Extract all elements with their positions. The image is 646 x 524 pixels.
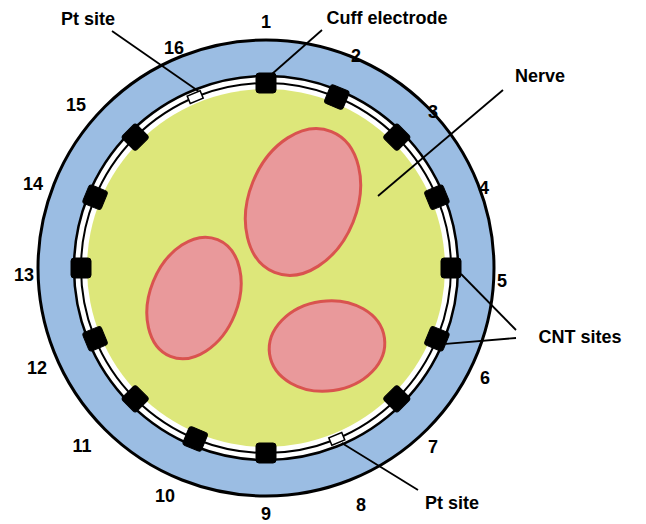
leader-line (342, 443, 418, 490)
fascicle (263, 293, 390, 398)
cnt-site (324, 84, 350, 110)
leader-line (272, 30, 322, 74)
position-number: 1 (261, 13, 271, 31)
fascicle (224, 111, 381, 292)
position-number: 9 (261, 505, 271, 523)
position-number: 15 (66, 96, 86, 114)
cnt-site (82, 184, 108, 210)
position-number: 8 (356, 496, 366, 514)
part-label: Pt site (425, 494, 479, 512)
cnt-site (256, 73, 276, 93)
part-label: Nerve (515, 67, 565, 85)
leader-line (112, 31, 198, 91)
position-number: 3 (428, 103, 438, 121)
cnt-site (424, 326, 450, 352)
position-number: 7 (428, 438, 438, 456)
position-number: 12 (27, 359, 47, 377)
leader-line (378, 90, 503, 196)
part-label: Pt site (61, 10, 115, 28)
nerve (87, 89, 445, 447)
position-number: 14 (23, 175, 43, 193)
position-number: 5 (497, 272, 507, 290)
fascicle (130, 223, 259, 373)
leader-line (461, 274, 516, 330)
cuff-inner-band (74, 76, 458, 460)
cnt-site (424, 184, 450, 210)
cnt-site (121, 123, 149, 151)
position-number: 10 (155, 487, 175, 505)
leader-line (446, 338, 516, 344)
cnt-site (256, 443, 276, 463)
position-number: 16 (164, 39, 184, 57)
position-number: 11 (72, 437, 91, 455)
cnt-site (383, 385, 411, 413)
cnt-site (182, 426, 208, 452)
cnt-site (383, 123, 411, 151)
cnt-site (71, 258, 91, 278)
pt-site (187, 91, 203, 104)
cnt-site (82, 326, 108, 352)
position-number: 2 (351, 47, 361, 65)
electrode-track (81, 83, 451, 453)
cuff-body (38, 40, 494, 496)
cnt-site (441, 258, 461, 278)
position-number: 4 (479, 179, 489, 197)
position-number: 13 (14, 266, 34, 284)
part-label: Cuff electrode (326, 9, 447, 27)
part-label: CNT sites (538, 328, 621, 346)
cnt-site (121, 385, 149, 413)
position-number: 6 (480, 369, 490, 387)
